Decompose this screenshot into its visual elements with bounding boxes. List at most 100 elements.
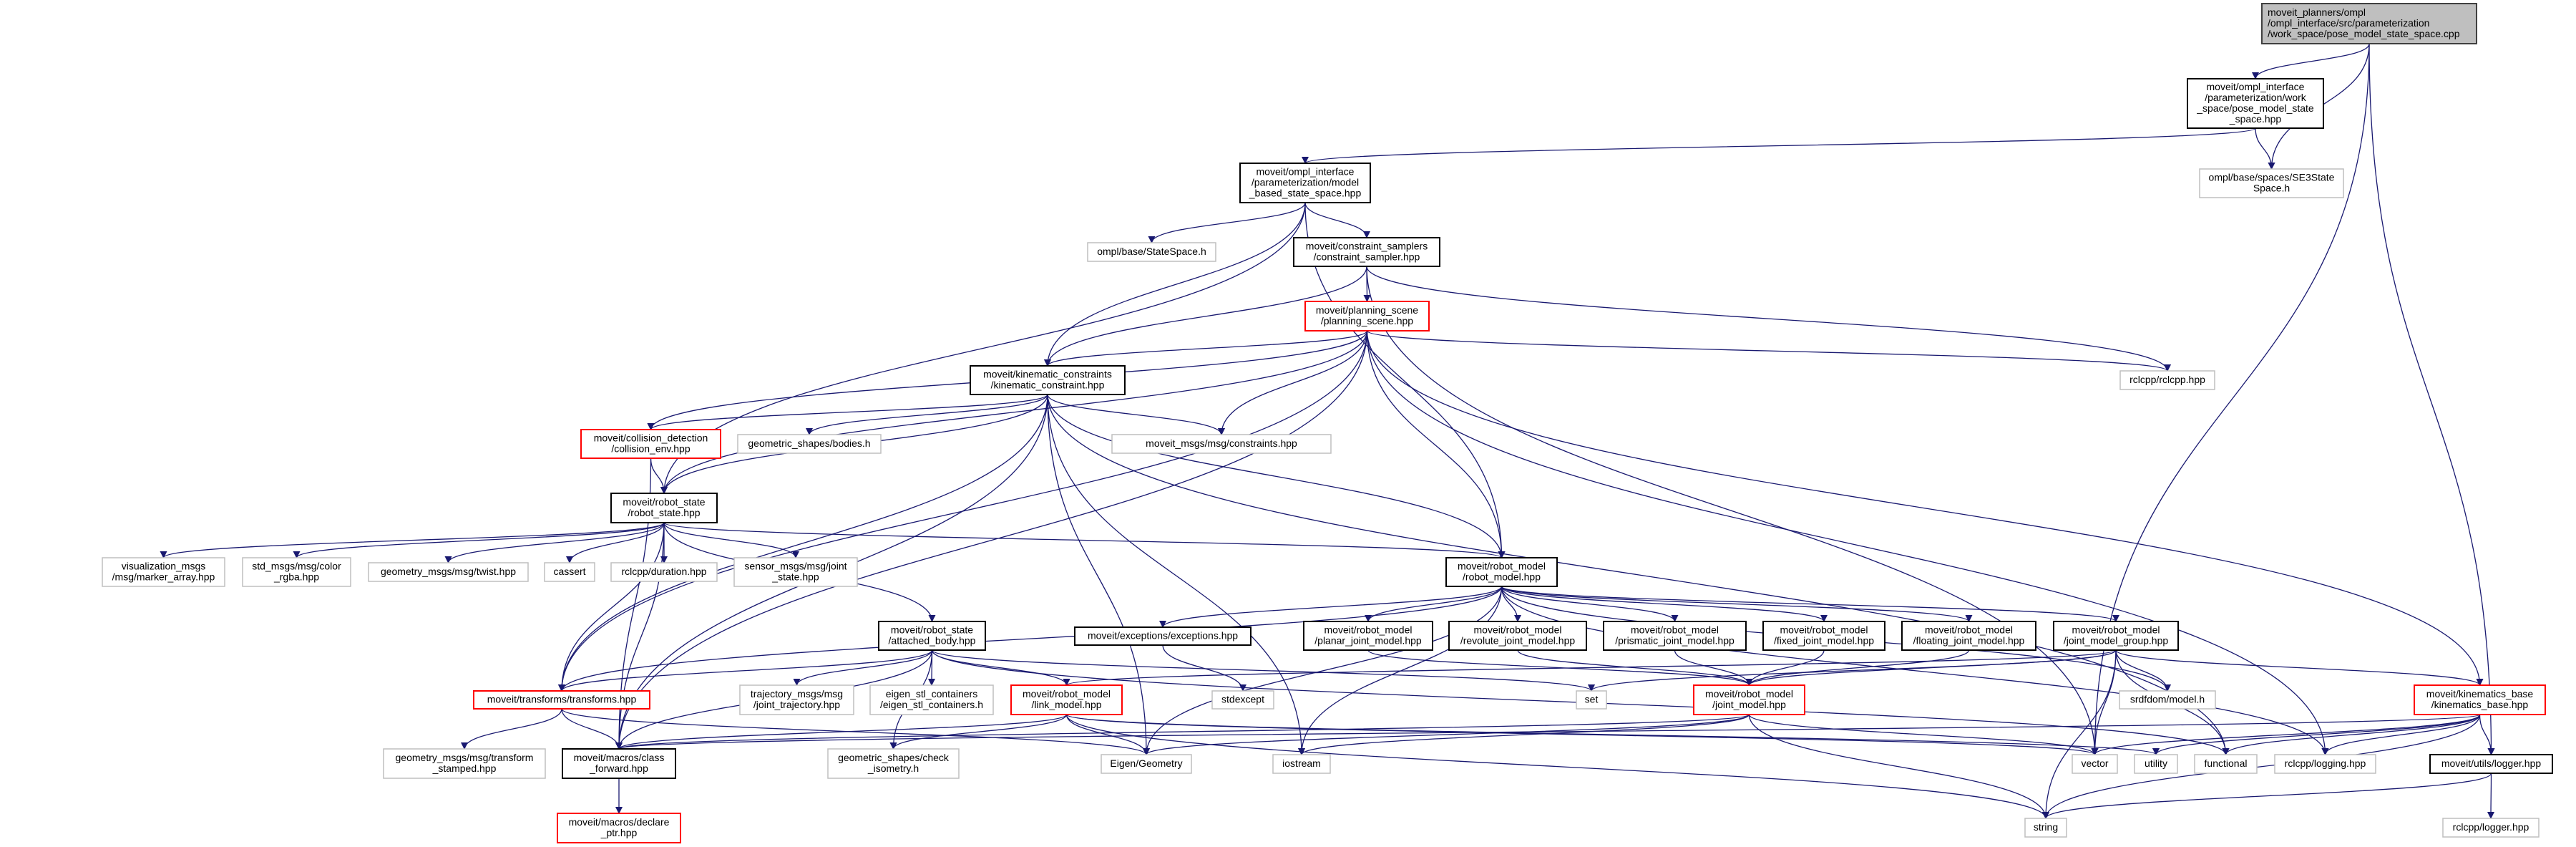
node-jmodel[interactable]: moveit/robot_model/joint_model.hpp xyxy=(1693,684,1805,715)
edge-transforms-to-cfwd xyxy=(561,708,623,750)
node-label-line: /revolute_joint_model.hpp xyxy=(1460,635,1576,647)
node-floating[interactable]: moveit/robot_model/floating_joint_model.… xyxy=(1901,621,2036,651)
node-label-line: set xyxy=(1585,694,1599,705)
node-pscene[interactable]: moveit/planning_scene/planning_scene.hpp xyxy=(1304,301,1430,331)
node-abody[interactable]: moveit/robot_state/attached_body.hpp xyxy=(878,621,986,651)
node-statespace[interactable]: ompl/base/StateSpace.h xyxy=(1087,242,1216,262)
node-box xyxy=(1603,621,1747,651)
node-label-line: _space.hpp xyxy=(2229,113,2282,125)
edge-csamp-to-kc xyxy=(1044,266,1367,367)
node-declare[interactable]: moveit/macros/declare_ptr.hpp xyxy=(557,813,681,843)
node-box xyxy=(1693,684,1805,715)
node-set[interactable]: set xyxy=(1576,690,1607,710)
node-box xyxy=(737,434,882,454)
edge-root-to-vector xyxy=(2091,43,2370,755)
node-exc[interactable]: moveit/exceptions/exceptions.hpp xyxy=(1074,626,1252,646)
node-label-line: std_msgs/msg/color xyxy=(252,561,341,572)
node-label-line: _stamped.hpp xyxy=(432,763,497,774)
node-jmg[interactable]: moveit/robot_model/joint_model_group.hpp xyxy=(2053,621,2179,651)
node-box xyxy=(1576,690,1607,710)
node-label-line: rclcpp/logger.hpp xyxy=(2453,821,2529,833)
node-functional[interactable]: functional xyxy=(2194,754,2258,774)
edge-pscene-to-rmodel xyxy=(1366,330,1506,558)
node-box xyxy=(970,365,1126,395)
node-rclcpp[interactable]: rclcpp/rclcpp.hpp xyxy=(2119,370,2215,390)
node-pose[interactable]: moveit/ompl_interface/parameterization/w… xyxy=(2187,78,2324,129)
node-iostream[interactable]: iostream xyxy=(1272,754,1331,774)
node-box xyxy=(739,684,854,715)
node-rgba[interactable]: std_msgs/msg/color_rgba.hpp xyxy=(242,557,351,587)
node-label-line: /ompl_interface/src/parameterization xyxy=(2268,17,2429,29)
node-label-line: /prismatic_joint_model.hpp xyxy=(1615,635,1735,647)
node-traj[interactable]: trajectory_msgs/msg/joint_trajectory.hpp xyxy=(739,684,854,715)
edge-rstate-to-jstate xyxy=(663,522,799,558)
node-label-line: /joint_trajectory.hpp xyxy=(753,699,840,710)
node-label-line: moveit/robot_model xyxy=(1474,624,1562,636)
node-box xyxy=(2199,168,2344,198)
node-kbase[interactable]: moveit/kinematics_base/kinematics_base.h… xyxy=(2414,684,2546,715)
node-bodies[interactable]: geometric_shapes/bodies.h xyxy=(737,434,882,454)
node-cfwd[interactable]: moveit/macros/class_forward.hpp xyxy=(562,748,676,779)
edge-csamp-to-vector xyxy=(1366,266,2099,755)
node-duration[interactable]: rclcpp/duration.hpp xyxy=(610,562,718,582)
node-vector[interactable]: vector xyxy=(2072,754,2118,774)
node-utility[interactable]: utility xyxy=(2134,754,2178,774)
node-root[interactable]: moveit_planners/ompl/ompl_interface/src/… xyxy=(2261,3,2477,44)
node-box xyxy=(1293,237,1440,267)
node-label-line: _ptr.hpp xyxy=(600,827,638,838)
edge-root-to-pose xyxy=(2252,43,2370,79)
node-mbss[interactable]: moveit/ompl_interface/parameterization/m… xyxy=(1239,163,1371,203)
node-transforms[interactable]: moveit/transforms/transforms.hpp xyxy=(473,690,650,710)
node-label-line: cassert xyxy=(553,566,585,577)
node-box xyxy=(2187,78,2324,129)
edge-rmodel-to-transforms xyxy=(558,586,1503,692)
node-check[interactable]: geometric_shapes/check_isometry.h xyxy=(827,748,960,779)
node-jstate[interactable]: sensor_msgs/msg/joint_state.hpp xyxy=(733,557,858,587)
node-label-line: vector xyxy=(2081,758,2108,769)
node-stdexcept[interactable]: stdexcept xyxy=(1211,690,1274,710)
node-tstamped[interactable]: geometry_msgs/msg/transform_stamped.hpp xyxy=(383,748,546,779)
edge-link-to-string xyxy=(1065,714,2049,819)
node-string[interactable]: string xyxy=(2024,818,2067,838)
node-revolute[interactable]: moveit/robot_model/revolute_joint_model.… xyxy=(1448,621,1587,651)
node-link[interactable]: moveit/robot_model/link_model.hpp xyxy=(1010,684,1123,715)
node-box xyxy=(2194,754,2258,774)
edge-jmodel-to-iostream xyxy=(1298,714,1750,755)
node-box xyxy=(878,621,986,651)
node-label-line: /msg/marker_array.hpp xyxy=(112,571,215,583)
edge-rstate-to-cassert xyxy=(566,522,665,563)
node-ulogger[interactable]: moveit/utils/logger.hpp xyxy=(2429,754,2553,774)
node-eigen[interactable]: Eigen/Geometry xyxy=(1101,754,1192,774)
node-cassert[interactable]: cassert xyxy=(544,562,595,582)
edge-pose-to-mbss xyxy=(1302,127,2256,164)
node-rmodel[interactable]: moveit/robot_model/robot_model.hpp xyxy=(1445,557,1558,587)
edge-planar-to-jmodel xyxy=(1367,649,1753,686)
node-box xyxy=(2261,3,2477,44)
node-eigenstl[interactable]: eigen_stl_containers/eigen_stl_container… xyxy=(869,684,994,715)
node-label-line: /planning_scene.hpp xyxy=(1321,315,1413,326)
edge-link-to-cfwd xyxy=(615,714,1068,750)
node-label-line: _based_state_space.hpp xyxy=(1249,188,1362,199)
node-cmsgs[interactable]: moveit_msgs/msg/constraints.hpp xyxy=(1111,434,1332,454)
edge-rmodel-to-planar xyxy=(1365,586,1503,622)
node-twist[interactable]: geometry_msgs/msg/twist.hpp xyxy=(368,562,529,582)
node-prismatic[interactable]: moveit/robot_model/prismatic_joint_model… xyxy=(1603,621,1747,651)
edge-mbss-to-kc xyxy=(1044,202,1306,367)
node-rlogging[interactable]: rclcpp/logging.hpp xyxy=(2274,754,2376,774)
edge-kbase-to-vector xyxy=(2091,714,2481,755)
node-label-line: moveit/robot_model xyxy=(1705,688,1793,700)
node-cenv[interactable]: moveit/collision_detection/collision_env… xyxy=(580,429,721,459)
node-label-line: ompl/base/spaces/SE3State xyxy=(2209,172,2335,183)
node-rlogger[interactable]: rclcpp/logger.hpp xyxy=(2442,818,2540,838)
node-csamp[interactable]: moveit/constraint_samplers/constraint_sa… xyxy=(1293,237,1440,267)
node-label-line: moveit/robot_state xyxy=(623,496,705,508)
node-srdf[interactable]: srdfdom/model.h xyxy=(2119,690,2216,710)
node-kc[interactable]: moveit/kinematic_constraints/kinematic_c… xyxy=(970,365,1126,395)
node-label-line: /robot_state.hpp xyxy=(628,507,700,518)
node-marker[interactable]: visualization_msgs/msg/marker_array.hpp xyxy=(102,557,225,587)
node-planar[interactable]: moveit/robot_model/planar_joint_model.hp… xyxy=(1303,621,1433,651)
edge-rmodel-to-prismatic xyxy=(1501,586,1679,622)
node-fixed[interactable]: moveit/robot_model/fixed_joint_model.hpp xyxy=(1762,621,1885,651)
node-rstate[interactable]: moveit/robot_state/robot_state.hpp xyxy=(610,493,718,523)
